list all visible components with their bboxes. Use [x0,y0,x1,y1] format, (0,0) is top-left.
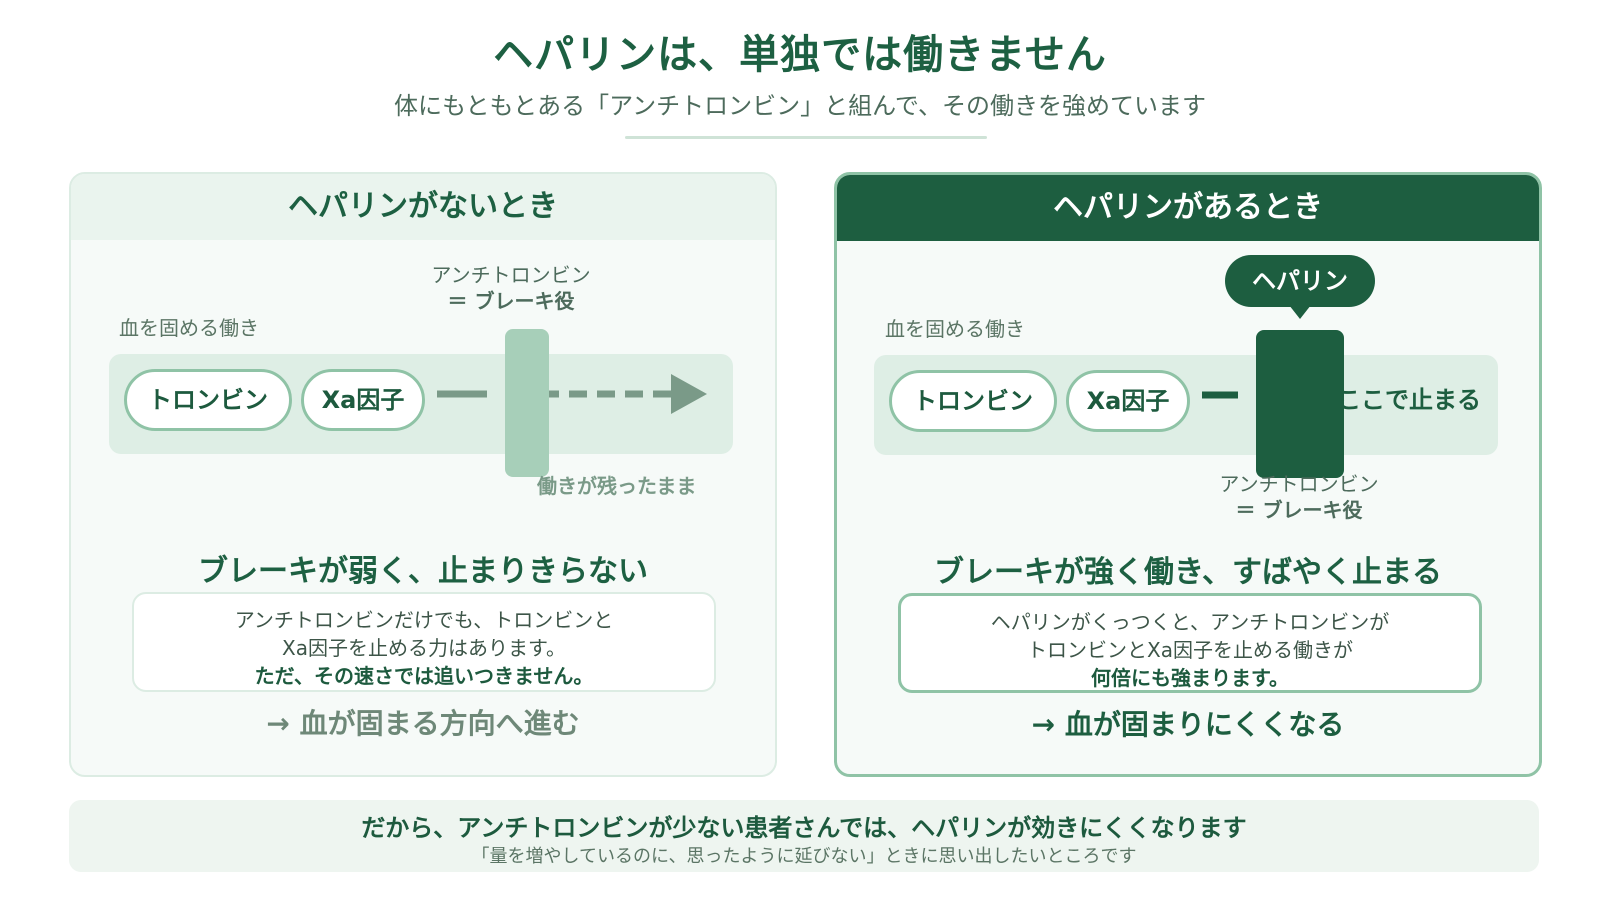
note-line-3: 何倍にも強まります。 [1091,666,1289,690]
verdict: ブレーキが弱く、止まりきらない [198,554,648,589]
result: → 血が固まる方向へ進む [266,707,580,740]
pill-thrombin: トロンビン [889,370,1057,432]
title-divider [625,136,987,139]
brake-label: アンチトロンビン ＝ ブレーキ役 [1199,471,1399,523]
brake-name: アンチトロンビン [1219,472,1379,496]
explanation-box: アンチトロンビンだけでも、トロンビンと Xa因子を止める力はあります。 ただ、そ… [132,592,716,692]
arrowhead-icon [671,374,707,414]
page-title: ヘパリンは、単独では働きません [493,32,1107,78]
panel-without-heparin: ヘパリンがないとき アンチトロンビン ＝ ブレーキ役 血を固める働き トロンビン… [69,172,777,777]
heparin-bubble: ヘパリン [1225,255,1375,307]
flow-arrow [437,374,707,414]
pill-thrombin: トロンビン [124,369,292,431]
explanation-box: ヘパリンがくっつくと、アンチトロンビンが トロンビンとXa因子を止める働きが 何… [898,593,1482,693]
page-subtitle: 体にもともとある「アンチトロンビン」と組んで、その働きを強めています [394,92,1206,120]
remaining-label: 働きが残ったまま [537,474,697,498]
flow-line [1202,391,1238,399]
brake-block-weak [505,329,549,477]
note-line-2: Xa因子を止める力はあります。 [282,636,566,660]
stop-label: ここで止まる [1337,386,1481,414]
result: → 血が固まりにくくなる [1031,708,1345,741]
brake-role: ＝ ブレーキ役 [1235,498,1363,522]
brake-block-strong [1256,330,1344,478]
summary-main: だから、アンチトロンビンが少ない患者さんでは、ヘパリンが効きにくくなります [361,814,1247,842]
note-line-1: ヘパリンがくっつくと、アンチトロンビンが [990,610,1390,634]
pill-factor-xa: Xa因子 [301,369,425,431]
verdict: ブレーキが強く働き、すばやく止まる [934,555,1442,590]
brake-label: アンチトロンビン ＝ ブレーキ役 [421,262,601,314]
brake-name: アンチトロンビン [431,263,591,287]
summary-sub: 「量を増やしているのに、思ったように延びない」ときに思い出したいところです [471,846,1137,867]
note-line-2: トロンビンとXa因子を止める働きが [1027,638,1353,662]
panel-heading: ヘパリンがあるとき [837,175,1539,241]
pill-factor-xa: Xa因子 [1066,370,1190,432]
note-line-3: ただ、その速さでは追いつきません。 [254,664,594,688]
summary-box: だから、アンチトロンビンが少ない患者さんでは、ヘパリンが効きにくくなります 「量… [69,800,1539,872]
note-line-1: アンチトロンビンだけでも、トロンビンと [234,608,614,632]
panel-with-heparin: ヘパリンがあるとき ヘパリン 血を固める働き トロンビン Xa因子 ここで止まる… [834,172,1542,777]
panel-heading: ヘパリンがないとき [71,174,775,240]
brake-role: ＝ ブレーキ役 [447,289,575,313]
process-label: 血を固める働き [885,317,1025,341]
process-label: 血を固める働き [119,316,259,340]
bubble-pointer-icon [1289,305,1311,319]
